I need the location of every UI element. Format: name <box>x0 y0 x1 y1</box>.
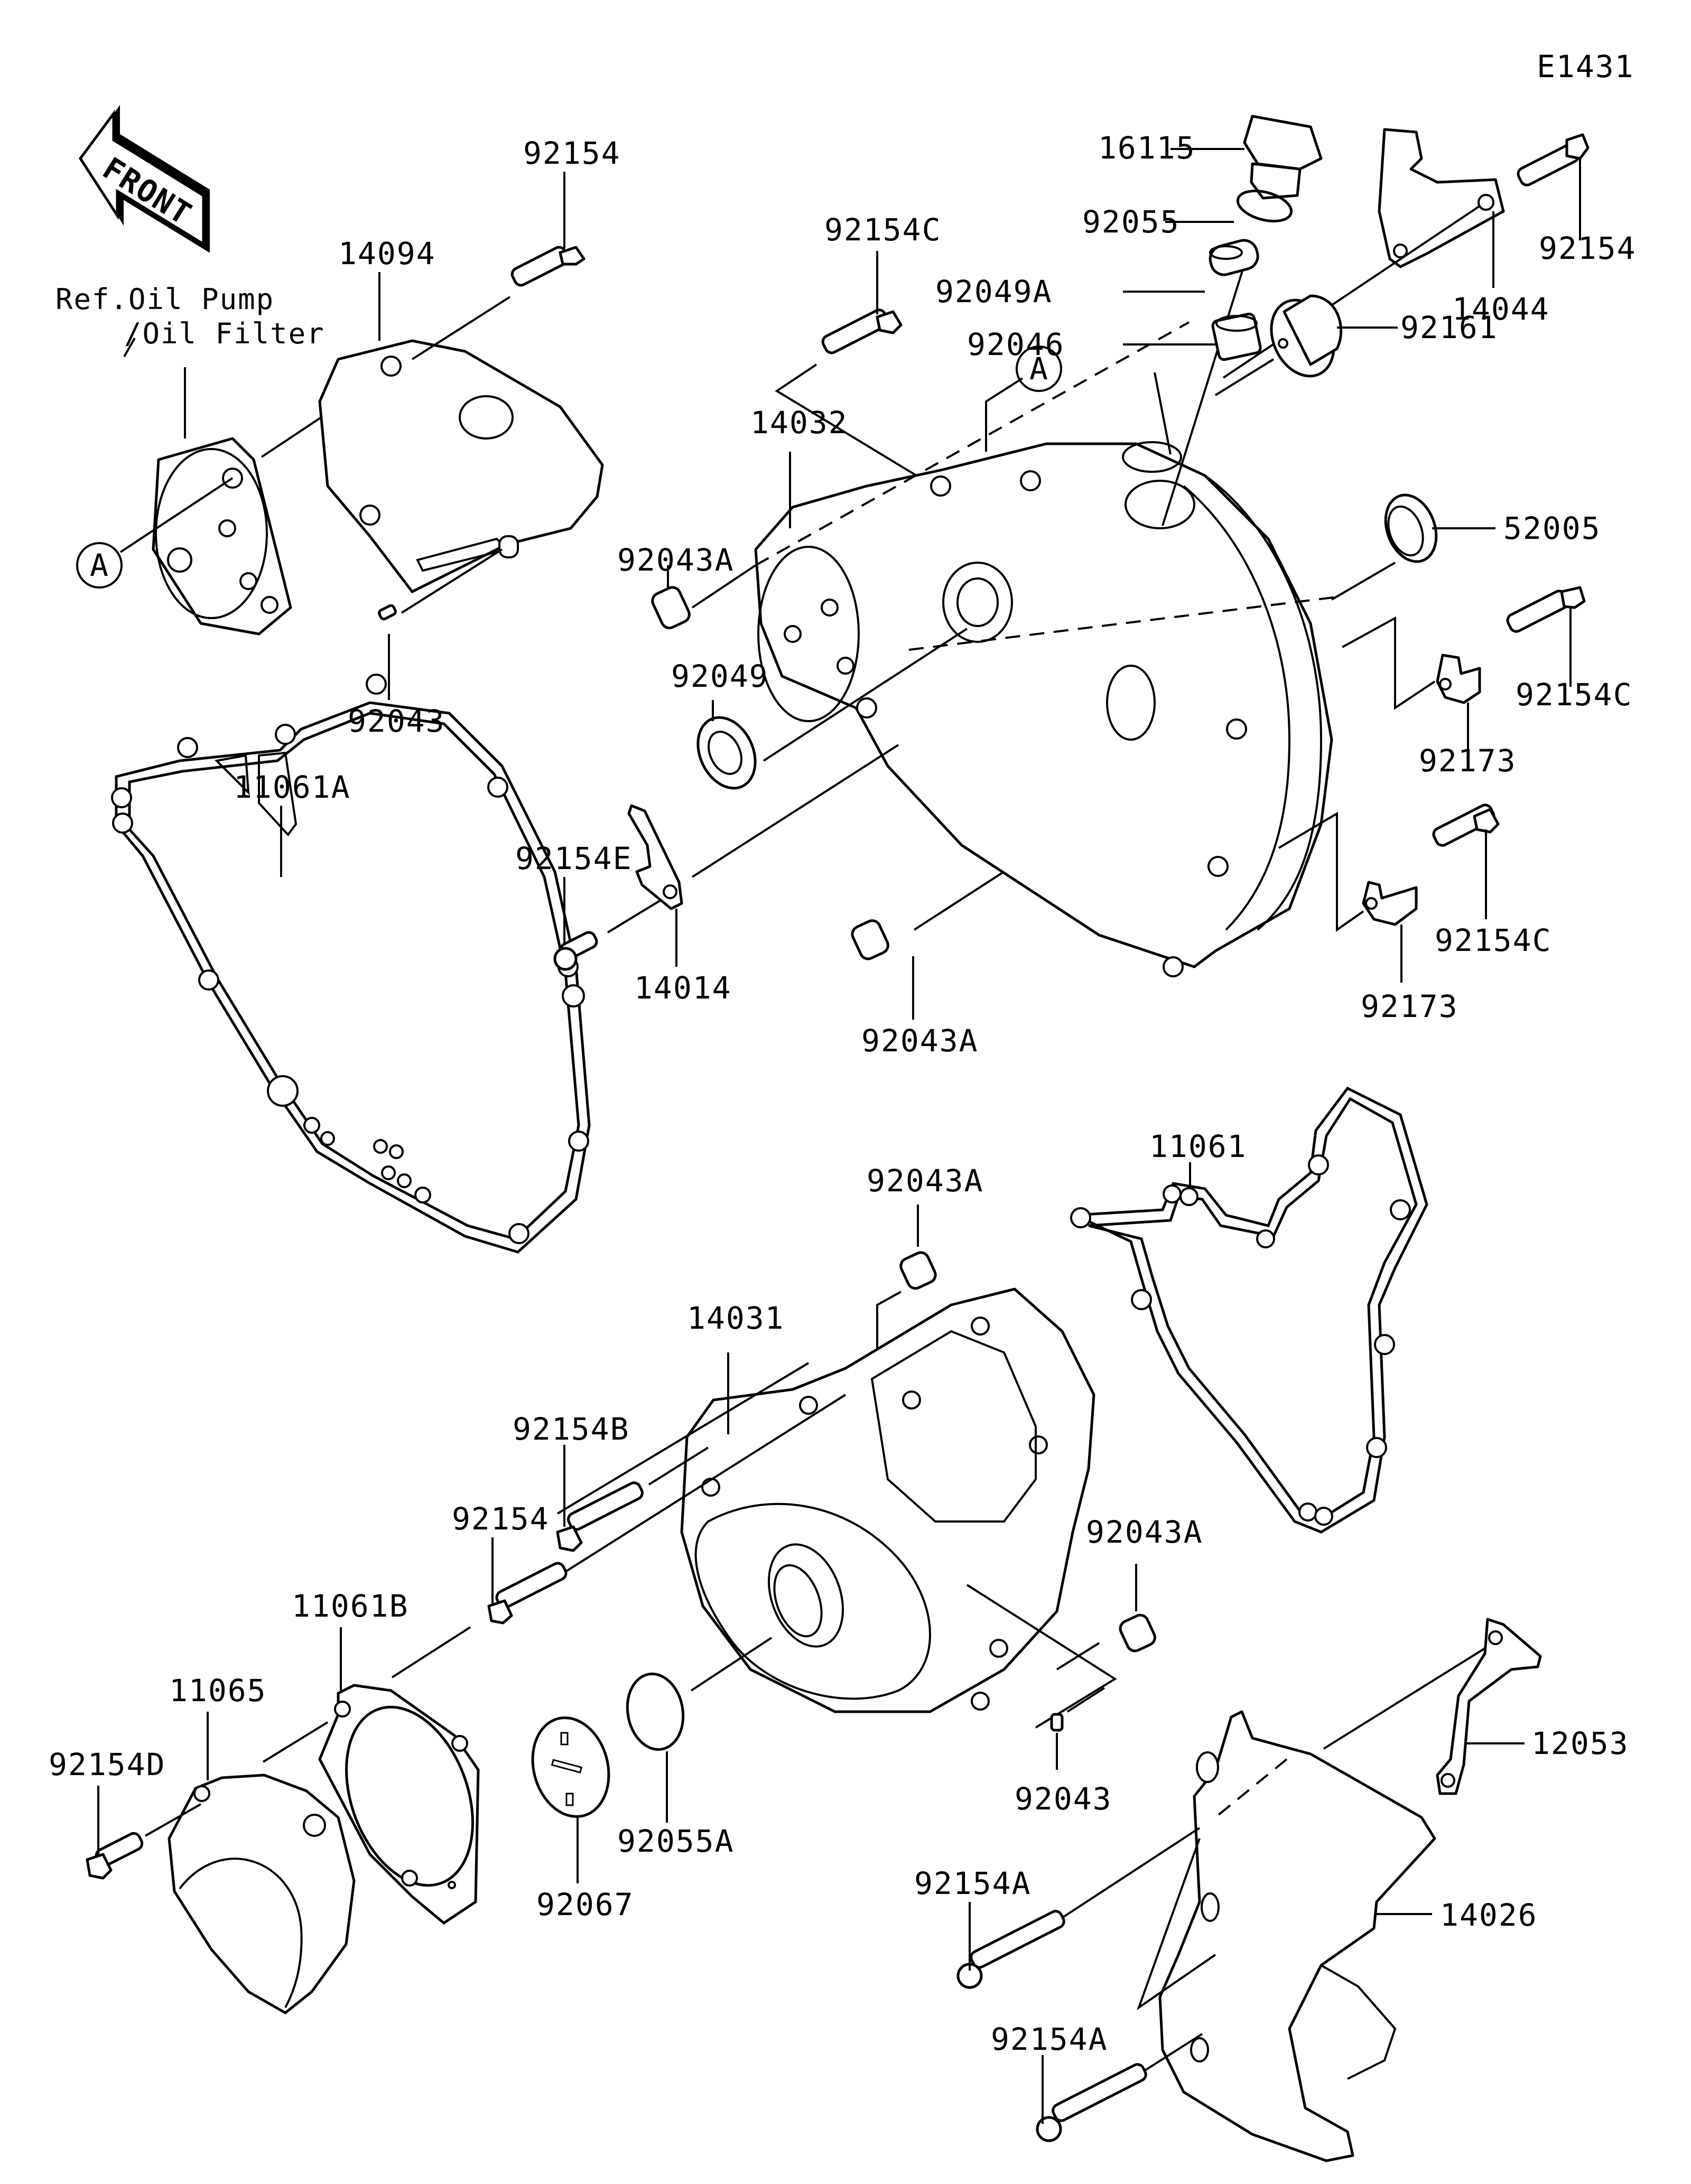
gasket-11061B <box>318 1684 480 1925</box>
oil-seal-92049 <box>696 716 757 790</box>
bracket-14044 <box>1378 128 1505 268</box>
bolt-92154-top <box>510 246 586 287</box>
guide-12053 <box>1436 1618 1542 1795</box>
label-92154-top: 92154 <box>523 135 621 171</box>
label-92046: 92046 <box>967 326 1065 362</box>
dowel-pin-92043A-left <box>651 586 691 630</box>
part-14031-generator-cover <box>680 1287 1095 1713</box>
label-52005: 52005 <box>1503 510 1601 546</box>
gasket-11061A <box>111 674 591 1254</box>
label-92049: 92049 <box>671 658 769 694</box>
label-14031: 14031 <box>687 1300 785 1336</box>
pin-92043-top <box>378 604 397 621</box>
label-92154A-lower: 92154A <box>991 2021 1108 2057</box>
dowel-pin-92043A-center <box>851 919 889 960</box>
reference-note-line1: Ref.Oil Pump <box>55 283 274 316</box>
label-92154C-lower: 92154C <box>1435 922 1552 958</box>
part-14032-clutch-cover <box>754 441 1333 977</box>
bolt-92154-topright <box>1517 133 1590 186</box>
label-14014: 14014 <box>634 970 732 1006</box>
clamp-92173-upper <box>1436 654 1481 704</box>
reference-note-line2: /Oil Filter <box>124 317 325 350</box>
bearing-92046 <box>1211 312 1262 361</box>
oil-pump-reference-part <box>152 437 292 636</box>
label-92055A: 92055A <box>617 1823 735 1859</box>
part-14094-cover <box>318 339 604 593</box>
label-14026: 14026 <box>1440 1897 1538 1933</box>
label-14044: 14044 <box>1452 291 1550 327</box>
callout-marker-a-left-label: A <box>90 547 109 583</box>
label-92043A-center: 92043A <box>861 1023 979 1059</box>
label-92043-bottom: 92043 <box>1015 1781 1112 1817</box>
label-92154C-mid: 92154C <box>1516 677 1633 713</box>
oil-level-window-52005 <box>1384 493 1438 563</box>
front-arrow-icon: FRONT <box>78 105 210 253</box>
callout-marker-a-left <box>76 542 123 589</box>
dowel-pin-92043A-right <box>1119 1613 1156 1653</box>
label-92043A-right: 92043A <box>1086 1514 1203 1550</box>
label-11061: 11061 <box>1149 1128 1247 1164</box>
label-11065: 11065 <box>169 1673 267 1709</box>
bolt-92154-mid <box>487 1562 568 1625</box>
label-92154B: 92154B <box>513 1411 630 1447</box>
label-92173-lower: 92173 <box>1361 988 1458 1024</box>
bolt-92154B <box>556 1481 644 1552</box>
oil-filler-cap-16115 <box>1243 115 1323 200</box>
bolt-92154C-top <box>821 309 903 354</box>
label-92161: 92161 <box>1400 310 1498 346</box>
dowel-pin-92043A-mid <box>899 1251 937 1290</box>
gasket-11061 <box>1070 1086 1428 1534</box>
callout-marker-a-right <box>1016 346 1062 392</box>
label-12053: 12053 <box>1531 1725 1629 1761</box>
label-92043A-left: 92043A <box>617 542 735 578</box>
label-11061B: 11061B <box>292 1588 409 1624</box>
label-92154-mid: 92154 <box>452 1501 550 1537</box>
cap-92067 <box>531 1716 610 1818</box>
oil-seal-92049A <box>1209 239 1259 276</box>
bolt-92154C-lower <box>1432 804 1500 847</box>
label-16115: 16115 <box>1098 130 1196 166</box>
label-11061A: 11061A <box>234 769 351 805</box>
bolt-92154C-mid <box>1506 586 1586 633</box>
label-92173-upper: 92173 <box>1419 743 1517 779</box>
diagram-code: E1431 <box>1537 49 1634 85</box>
callout-marker-a-right-label: A <box>1029 351 1049 387</box>
label-92154E: 92154E <box>515 841 633 876</box>
label-92154D: 92154D <box>49 1747 166 1782</box>
pin-92043-bottom <box>1050 1713 1064 1732</box>
label-92154-topright: 92154 <box>1539 230 1637 266</box>
label-92154A-upper: 92154A <box>914 1865 1032 1901</box>
o-ring-92055A <box>626 1673 685 1751</box>
o-ring-92055 <box>1236 190 1293 222</box>
label-14094: 14094 <box>338 236 436 272</box>
label-92043A-mid: 92043A <box>867 1163 984 1199</box>
label-92067: 92067 <box>536 1887 634 1922</box>
clamp-92173-lower <box>1362 881 1418 926</box>
sprocket-cover-14026 <box>1137 1710 1436 2162</box>
label-92055: 92055 <box>1082 204 1180 240</box>
bolt-92154D <box>86 1832 144 1880</box>
cover-11065 <box>168 1774 356 2014</box>
bolt-92154A-lower <box>1036 2063 1147 2142</box>
bolt-92154E <box>553 931 598 971</box>
label-92049A: 92049A <box>935 274 1053 310</box>
damper-92161 <box>1270 294 1343 378</box>
bolt-92154A-upper <box>956 1910 1065 1989</box>
label-14032: 14032 <box>750 405 848 441</box>
plate-14014 <box>627 804 683 910</box>
label-92154C-top: 92154C <box>824 212 942 248</box>
